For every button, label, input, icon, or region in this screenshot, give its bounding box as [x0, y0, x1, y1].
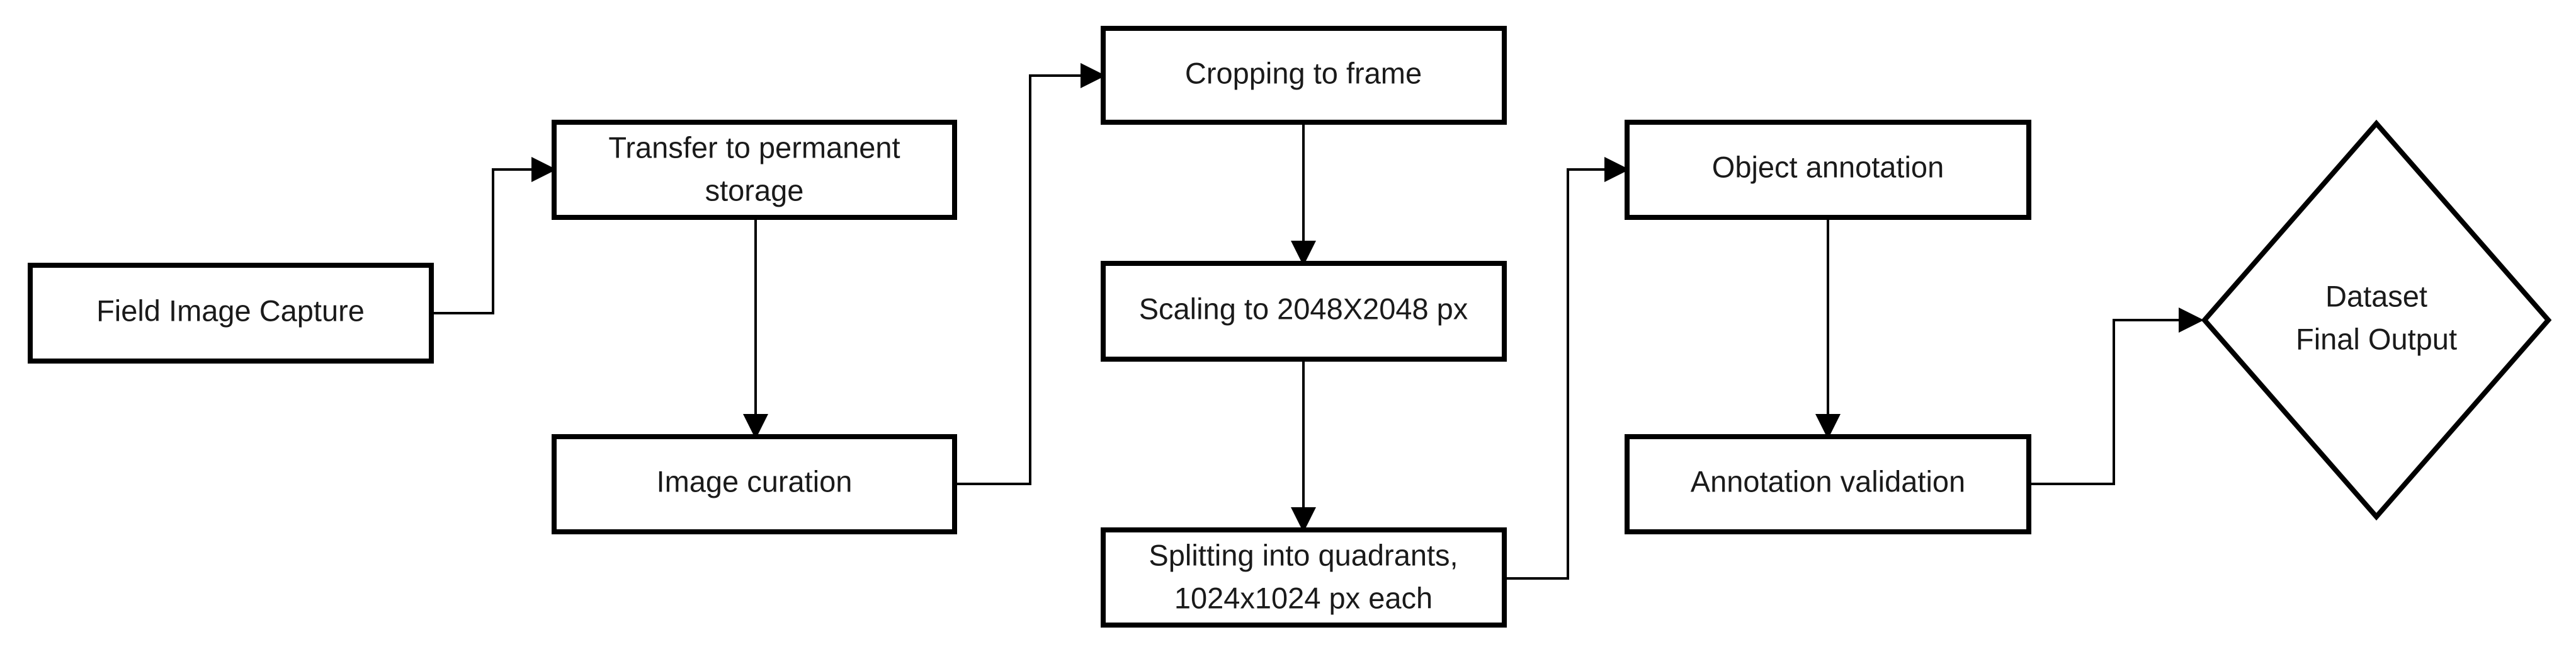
node-splitting-into-quadrants: Splitting into quadrants, 1024x1024 px e… — [1101, 527, 1507, 628]
node-cropping-to-frame: Cropping to frame — [1101, 26, 1507, 125]
connectors — [431, 63, 2204, 580]
node-label: Cropping to frame — [1185, 56, 1422, 89]
edge-splitting-to-annotation — [1504, 157, 1630, 580]
node-label-line-2: storage — [705, 173, 804, 207]
edge-curation-to-cropping — [955, 63, 1106, 485]
node-scaling: Scaling to 2048X2048 px — [1101, 261, 1507, 362]
node-image-curation: Image curation — [552, 434, 957, 534]
node-label: Annotation validation — [1691, 464, 1965, 498]
node-label: Scaling to 2048X2048 px — [1139, 292, 1468, 325]
node-label-line-1: Transfer to permanent — [608, 130, 900, 164]
node-dataset-final-output: Dataset Final Output — [2201, 119, 2552, 521]
node-label: Object annotation — [1712, 150, 1944, 183]
edge-capture-to-transfer — [431, 157, 557, 314]
node-label-line-1: Dataset — [2325, 279, 2427, 313]
node-label: Field Image Capture — [96, 294, 365, 327]
edge-validation-to-output — [2029, 307, 2204, 485]
node-label-line-2: Final Output — [2296, 322, 2457, 355]
node-field-image-capture: Field Image Capture — [28, 263, 434, 364]
node-object-annotation: Object annotation — [1625, 120, 2031, 220]
node-label: Image curation — [657, 464, 853, 498]
node-label-line-2: 1024x1024 px each — [1174, 581, 1433, 614]
node-annotation-validation: Annotation validation — [1625, 434, 2031, 534]
node-label-line-1: Splitting into quadrants, — [1149, 538, 1458, 571]
node-transfer-to-storage: Transfer to permanent storage — [552, 120, 957, 220]
